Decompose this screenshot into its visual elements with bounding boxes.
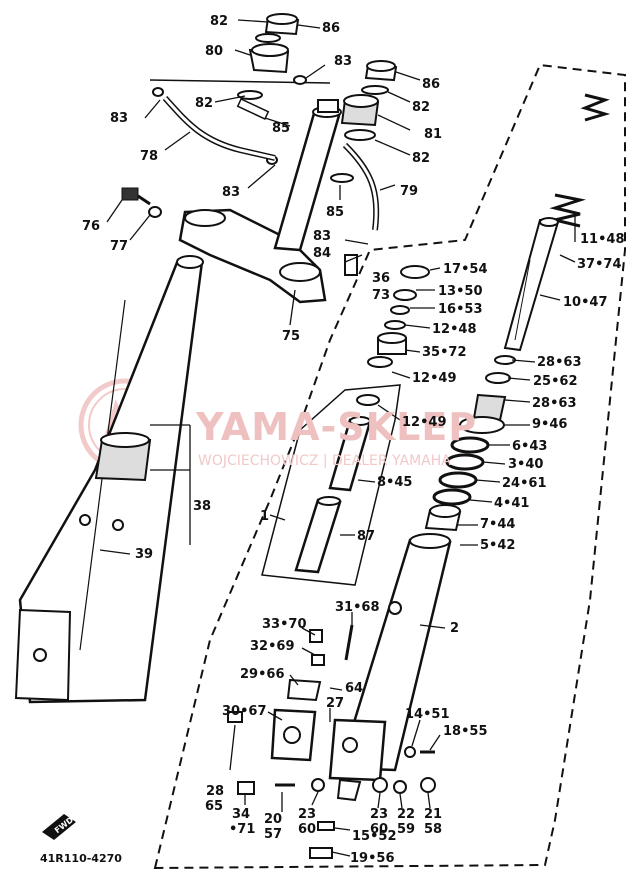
callout-1: 1	[260, 509, 270, 524]
fork-assembly-outline	[153, 63, 626, 870]
callout-15-52: 15•52	[352, 829, 397, 844]
callout-59: 59	[397, 822, 416, 837]
callout-23a: 23	[298, 807, 317, 822]
callout-60b: 60	[370, 822, 389, 837]
callout-79: 79	[400, 184, 419, 199]
callout-80: 80	[205, 44, 224, 59]
callout-83c: 83	[222, 185, 241, 200]
inner-tube-8-45	[328, 416, 372, 492]
brake-caliper	[227, 624, 354, 795]
callout-30-67: 30•67	[222, 704, 267, 719]
callout-34: 34	[232, 807, 251, 822]
callout-38: 38	[193, 499, 212, 514]
callout-78: 78	[140, 149, 159, 164]
watermark-subtitle: WOJCIECHOWICZ | DEALER YAMAHA	[198, 453, 451, 469]
callout-33-70: 33•70	[262, 617, 307, 632]
callout-11-48: 11•48	[580, 232, 625, 247]
callout-83a: 83	[334, 54, 353, 69]
callout-37-74: 37•74	[577, 257, 622, 272]
callout-87: 87	[357, 529, 376, 544]
bolt-76	[121, 187, 162, 218]
callout-27: 27	[326, 696, 345, 711]
callout-18-55: 18•55	[443, 724, 488, 739]
callout-84: 84	[313, 246, 332, 261]
callout-82d: 82	[412, 151, 431, 166]
callout-3-40: 3•40	[508, 457, 544, 472]
callout-10-47: 10•47	[563, 295, 608, 310]
callout-82c: 82	[412, 100, 431, 115]
callout-77: 77	[110, 239, 129, 254]
tube-87	[294, 496, 342, 574]
steering-stem-bracket	[178, 99, 342, 304]
callout-76: 76	[82, 219, 101, 234]
cap-bolt-parts	[356, 265, 430, 406]
right-fork-tube	[328, 533, 452, 802]
callout-32-69: 32•69	[250, 639, 295, 654]
bottom-fasteners	[309, 746, 436, 859]
callout-39: 39	[135, 547, 154, 562]
callout-21: 21	[424, 807, 443, 822]
callout-13-50: 13•50	[438, 284, 483, 299]
fwd-arrow-icon: FWD	[42, 814, 76, 840]
callout-28-63a: 28•63	[537, 355, 582, 370]
callout-86a: 86	[322, 21, 341, 36]
callout-7-44: 7•44	[480, 517, 516, 532]
callout-9-46: 9•46	[532, 417, 568, 432]
callout-35-72: 35•72	[422, 345, 467, 360]
callout-58: 58	[424, 822, 443, 837]
callout-6-43: 6•43	[512, 439, 548, 454]
callout-12-49a: 12•49	[412, 371, 457, 386]
callout-12-49b: 12•49	[402, 415, 447, 430]
callout-19-56: 19•56	[350, 851, 395, 866]
callout-22: 22	[397, 807, 416, 822]
callout-60a: 60	[298, 822, 317, 837]
callout-83d: 83	[313, 229, 332, 244]
bearing-parts	[152, 13, 398, 165]
callout-81: 81	[424, 127, 443, 142]
callout-2: 2	[450, 621, 460, 636]
callout-71: •71	[229, 822, 256, 837]
callout-83b: 83	[110, 111, 129, 126]
watermark-title: YAMA-SKLEP	[196, 405, 478, 449]
leader-lines	[99, 19, 576, 857]
callout-82a: 82	[210, 14, 229, 29]
callout-28: 28	[206, 784, 225, 799]
callout-23b: 23	[370, 807, 389, 822]
callout-8-45: 8•45	[377, 475, 413, 490]
callout-85a: 85	[272, 121, 291, 136]
callout-65: 65	[205, 799, 224, 814]
callout-64: 64	[345, 681, 364, 696]
callout-31-68: 31•68	[335, 600, 380, 615]
callout-82b: 82	[195, 96, 214, 111]
damper-rod	[503, 217, 560, 352]
callout-73: 73	[372, 288, 391, 303]
callout-25-62: 25•62	[533, 374, 578, 389]
fork-spring	[549, 93, 611, 228]
callout-17-54: 17•54	[443, 262, 488, 277]
brake-hoses	[162, 95, 380, 276]
callout-57: 57	[264, 827, 283, 842]
callout-20: 20	[264, 812, 283, 827]
callout-12-48a: 12•48	[432, 322, 477, 337]
damper-group-outline	[261, 384, 401, 586]
callout-36: 36	[372, 271, 391, 286]
callout-4-41: 4•41	[494, 496, 530, 511]
drawing-code: 41R110-4270	[40, 852, 122, 865]
callout-29-66: 29•66	[240, 667, 285, 682]
callout-75: 75	[282, 329, 301, 344]
callout-16-53: 16•53	[438, 302, 483, 317]
left-fork-tube	[14, 255, 204, 704]
callout-5-42: 5•42	[480, 538, 516, 553]
callout-28-63b: 28•63	[532, 396, 577, 411]
callout-85b: 85	[326, 205, 345, 220]
callout-14-51: 14•51	[405, 707, 450, 722]
callout-24-61: 24•61	[502, 476, 547, 491]
callout-86b: 86	[422, 77, 441, 92]
